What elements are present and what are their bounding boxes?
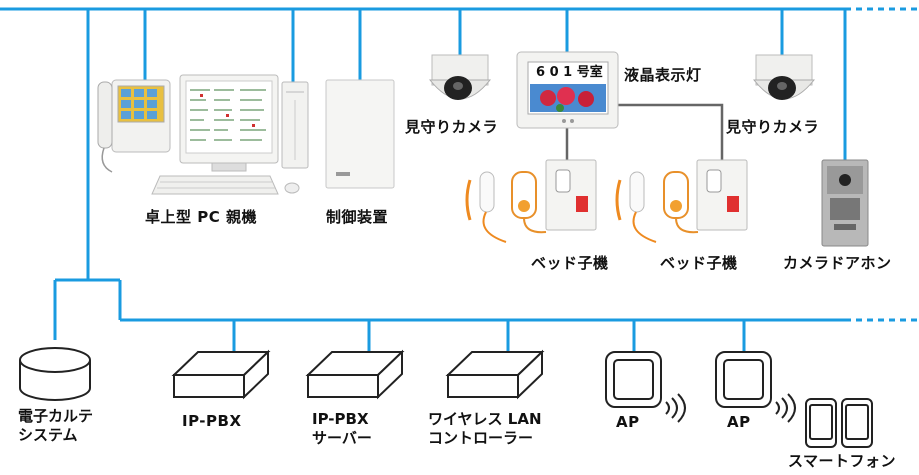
ippbx-server-box (305, 349, 405, 400)
label-lcd-light: 液晶表示灯 (624, 66, 702, 84)
label-door-camera: カメラドアホン (783, 254, 892, 272)
label-wlan-line1: ワイヤレス LAN (428, 410, 542, 428)
wifi-icon (775, 393, 796, 423)
label-bed-left: ベッド子機 (531, 254, 609, 272)
keyboard (151, 175, 300, 195)
camera-right (752, 54, 816, 100)
label-camera-right: 見守りカメラ (726, 118, 820, 136)
label-ippbx-server-line1: IP-PBX (312, 410, 369, 428)
label-ippbx-server: IP-PBX サーバー (312, 410, 372, 448)
network-bottom-bus (53, 278, 919, 352)
label-bed-right: ベッド子機 (660, 254, 738, 272)
label-wlan-line2: コントローラー (428, 429, 534, 447)
bed-links (565, 103, 724, 160)
wlan-controller-box (445, 349, 545, 400)
controller-box (325, 79, 395, 189)
pc-tower (281, 81, 309, 169)
label-wlan-controller: ワイヤレス LAN コントローラー (428, 410, 542, 448)
label-emr: 電子カルテ システム (18, 407, 93, 445)
label-emr-line1: 電子カルテ (18, 407, 94, 425)
database-cylinder (19, 347, 91, 401)
room-number-text: 6 0 1 号室 (536, 65, 603, 80)
label-emr-line2: システム (18, 426, 78, 444)
label-ippbx-server-line2: サーバー (312, 429, 372, 447)
label-camera-left: 見守りカメラ (405, 118, 499, 136)
bed-unit-left (465, 159, 597, 243)
ippbx-box (171, 349, 271, 400)
wifi-icon (665, 393, 686, 423)
label-controller: 制御装置 (326, 208, 389, 226)
pc-monitor (179, 74, 279, 172)
intercom-phone (97, 79, 171, 173)
camera-doorphone-device (821, 159, 869, 247)
ap-device-left (605, 351, 662, 408)
smartphone-icon (805, 398, 873, 448)
label-pc-master: 卓上型 PC 親機 (145, 208, 257, 226)
label-ippbx: IP-PBX (182, 412, 242, 430)
label-smartphone: スマートフォン (788, 452, 897, 470)
label-ap-right: AP (727, 413, 751, 431)
lcd-display-device (516, 51, 619, 129)
network-top-bus (0, 7, 919, 280)
camera-left (428, 54, 492, 100)
bed-unit-right (615, 159, 748, 243)
ap-device-right (715, 351, 772, 408)
label-ap-left: AP (616, 413, 640, 431)
